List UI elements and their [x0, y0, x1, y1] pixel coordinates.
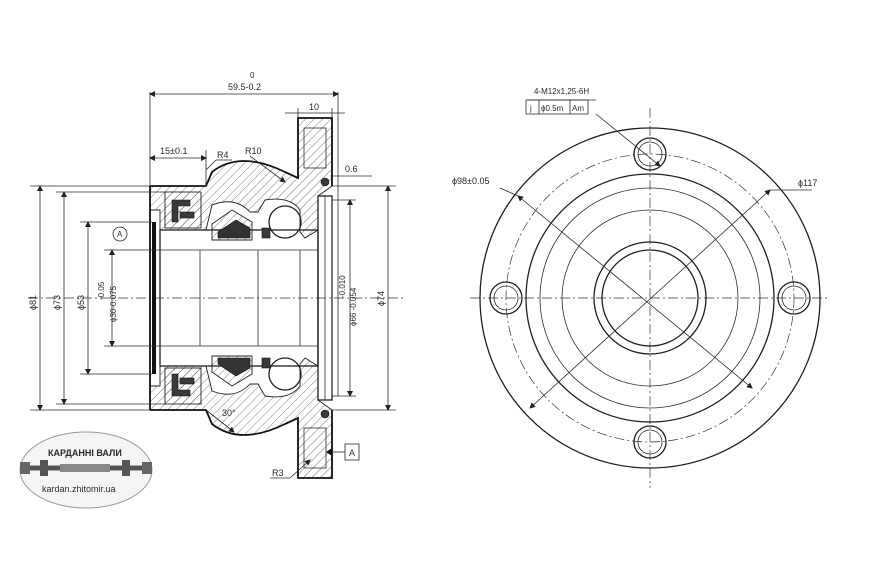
dim-hub-tol: -0.010 [338, 275, 347, 298]
left-seal-lower [164, 367, 202, 405]
bearing-roller-lower [211, 355, 253, 387]
dim-top-zero: 0 [250, 71, 255, 80]
dim-top-overall: 59.5-0.2 [228, 82, 261, 92]
dim-pcd: ϕ98±0.05 [452, 176, 490, 186]
bolt-hole-bottom [633, 425, 667, 459]
dim-d74: ϕ74 [376, 291, 386, 306]
dim-outer: ϕ117 [798, 178, 817, 188]
datum-circle-a [112, 226, 128, 242]
dim-gap: 0.6 [345, 164, 358, 174]
logo-top-text: КАРДАННІ ВАЛИ [48, 448, 122, 458]
stud-hole-upper [303, 127, 327, 169]
datum-box-a [344, 443, 360, 461]
dim-hub: ϕ66 -0.054 [349, 287, 358, 326]
pcd-circle [505, 153, 795, 443]
dim-left-offset: 15±0.1 [160, 146, 187, 156]
bearing-ball-upper [268, 205, 302, 239]
thread-callout: 4-M12x1,25-6H [534, 87, 589, 96]
dim-d73: ϕ73 [52, 295, 62, 310]
dim-d53: ϕ53 [76, 295, 86, 310]
feature-control-frame: j ϕ0.5m Am [525, 99, 589, 115]
logo-bottom-text: kardan.zhitomir.ua [42, 484, 116, 494]
dim-bore-tol: -0.05 [97, 281, 106, 300]
dim-r10: R10 [245, 146, 262, 156]
stud-hole-lower [303, 427, 327, 469]
oring-lower [320, 409, 330, 419]
spigot-face [331, 199, 339, 397]
hub-outer-contour [149, 117, 333, 479]
left-seal-upper [164, 191, 202, 229]
fcf-symbol: j [529, 104, 532, 113]
logo-stamp: КАРДАННІ ВАЛИ kardan.zhitomir.ua [19, 431, 153, 509]
oring-upper [320, 177, 330, 187]
front-view: 4-M12x1,25-6H j ϕ0.5m Am ϕ98±0.05 ϕ117 [452, 87, 830, 488]
inner-race-edge [152, 222, 156, 374]
fcf-tolerance: ϕ0.5m [541, 104, 564, 113]
dim-r3: R3 [272, 468, 284, 478]
bearing-roller-upper [211, 209, 253, 241]
dim-chamfer: 30° [222, 408, 236, 418]
dim-flange-width: 10 [309, 102, 319, 112]
dim-r4: R4 [217, 150, 229, 160]
fcf-datum: Am [572, 104, 584, 113]
datum-box-label: A [349, 448, 355, 458]
dim-bore: ϕ30-0.075 [109, 285, 118, 322]
bolt-hole-right [777, 281, 811, 315]
flange-outer-circle [479, 127, 821, 469]
datum-circle-label: A [117, 230, 123, 239]
side-section-view: 0 59.5-0.2 10 15±0.1 R4 R10 0.6 ϕ81 ϕ73 [28, 71, 405, 479]
bolt-hole-top [633, 137, 667, 171]
bearing-ball-lower [268, 357, 302, 391]
dim-d81: ϕ81 [28, 295, 38, 310]
